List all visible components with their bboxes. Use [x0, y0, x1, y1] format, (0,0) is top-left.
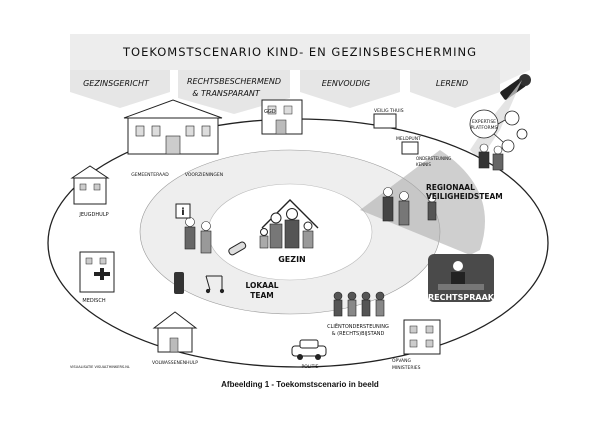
- walker-icon: [205, 275, 225, 294]
- page-title: TOEKOMSTSCENARIO KIND- EN GEZINSBESCHERM…: [122, 45, 477, 59]
- ministries-building: [403, 319, 441, 355]
- label-volwassenenhulp: VOLWASSENENHULP: [152, 360, 198, 366]
- label-expertise: EXPERTISE: [472, 119, 496, 125]
- ggd-building: [261, 99, 303, 135]
- label-gezin: GEZIN: [278, 255, 306, 264]
- family-figures: [259, 199, 319, 249]
- police-car-icon: [291, 339, 327, 360]
- label-platforms: PLATFORMS: [471, 125, 498, 131]
- label-politie: POLITIE: [301, 364, 318, 370]
- info-sign-text: i: [181, 207, 184, 218]
- bandage-icon: [228, 241, 247, 256]
- expertise-network: [469, 109, 528, 153]
- label-medisch: MEDISCH: [82, 298, 105, 304]
- label-veilig-thuis: VEILIG THUIS: [374, 108, 404, 114]
- label-rechtspraak: RECHTSPRAAK: [428, 293, 495, 302]
- safety-team-figures: [382, 187, 437, 226]
- label-ministeries: MINISTERIES: [392, 365, 421, 371]
- label-clientondersteuning: CLIËNTONDERSTEUNING: [327, 323, 389, 330]
- principle-label-4: LEREND: [436, 79, 468, 88]
- label-gemeente: GEMEENTERAAD: [131, 172, 169, 178]
- label-lokaal: LOKAAL: [245, 281, 278, 290]
- judiciary-box: [428, 254, 494, 302]
- principle-label-2b: & TRANSPARANT: [192, 89, 261, 98]
- report-point-desk: [373, 113, 419, 155]
- label-opvang: OPVANG: [392, 358, 411, 364]
- youth-care-building: [70, 165, 110, 205]
- label-jeugdhulp: JEUGDHULP: [78, 212, 108, 218]
- principle-label-3: EENVOUDIG: [322, 79, 370, 88]
- label-veiligheidsteam: VEILIGHEIDSTEAM: [426, 192, 503, 201]
- hospital-building: [79, 251, 115, 293]
- label-voorzieningen: VOORZIENINGEN: [185, 172, 223, 178]
- expert-figures: [478, 143, 504, 171]
- label-ggd: GGD: [264, 109, 276, 115]
- title-banner: [70, 34, 530, 84]
- regional-wedge: [360, 150, 485, 255]
- traffic-light-icon: [174, 272, 184, 294]
- label-meldpunt: MELDPUNT: [396, 136, 421, 142]
- town-hall-building: [123, 99, 223, 155]
- principle-tab-eenvoudig: [300, 70, 400, 108]
- principle-label-2: RECHTSBESCHERMEND: [187, 77, 281, 86]
- label-regionaal: REGIONAAL: [426, 183, 475, 192]
- principle-label-1: GEZINSGERICHT: [83, 79, 150, 88]
- credit-text: VISUALISATIE VISUALTHINKERS.NL: [70, 365, 130, 369]
- client-support-group: [333, 291, 385, 317]
- label-rechtsbijstand: & (RECHTS)BIJSTAND: [332, 331, 385, 337]
- label-team: TEAM: [250, 291, 274, 300]
- principle-tab-gezinsgericht: [70, 70, 170, 108]
- figure-caption: Afbeelding 1 - Toekomstscenario in beeld: [221, 380, 379, 389]
- local-team-figures: [184, 217, 212, 254]
- label-kennis: KENNIS: [416, 162, 431, 167]
- info-sign-icon: [175, 203, 191, 219]
- adult-care-house: [152, 311, 198, 353]
- principle-tab-lerend: [410, 70, 500, 108]
- label-ondersteuning: ONDERSTEUNING: [416, 156, 451, 161]
